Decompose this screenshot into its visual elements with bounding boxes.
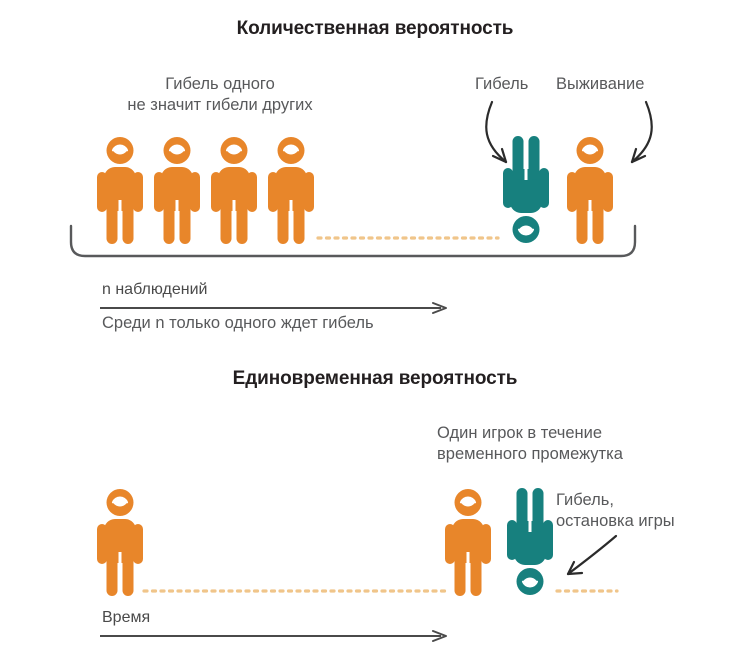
curved-arrow-survival-icon xyxy=(630,100,653,164)
single-player-caption-line-2: временного промежутка xyxy=(437,445,623,464)
person-standing-icon xyxy=(445,489,491,596)
label-death-game-over-line-1: Гибель, xyxy=(556,491,614,509)
section-one-title: Количественная вероятность xyxy=(236,18,514,39)
axis-label-time: Время xyxy=(102,609,151,626)
person-standing-icon xyxy=(97,137,143,244)
label-survival-top: Выживание xyxy=(556,75,645,93)
label-death-game-over-line-2: остановка игры xyxy=(556,512,675,531)
curved-arrow-death-icon xyxy=(485,100,508,164)
straight-arrow-icon xyxy=(100,630,447,642)
person-standing-icon xyxy=(211,137,257,244)
axis-label-observations: n наблюдений xyxy=(102,281,208,298)
person-standing-icon xyxy=(268,137,314,244)
person-inverted-icon xyxy=(503,136,549,243)
section-two-title: Единовременная вероятность xyxy=(232,368,518,389)
group-caption-line-2: не значит гибели других xyxy=(127,96,313,115)
axis-sub-observations: Среди n только одного ждет гибель xyxy=(102,314,374,332)
dotted-connector-icon xyxy=(555,589,619,593)
person-standing-icon xyxy=(567,137,613,244)
person-standing-icon xyxy=(97,489,143,596)
dotted-connector-icon xyxy=(142,589,452,593)
group-caption: Гибель одного не значит гибели других xyxy=(60,74,380,117)
person-inverted-icon xyxy=(507,488,553,595)
dotted-connector-icon xyxy=(316,236,500,240)
straight-arrow-icon xyxy=(100,302,447,314)
label-death-game-over: Гибель, остановка игры xyxy=(556,490,675,533)
group-bracket-icon xyxy=(69,224,637,258)
person-standing-icon xyxy=(154,137,200,244)
curved-arrow-game-over-icon xyxy=(566,534,618,576)
label-death-top: Гибель xyxy=(475,75,529,93)
single-player-caption-line-1: Один игрок в течение xyxy=(437,424,603,442)
single-player-caption: Один игрок в течение временного промежут… xyxy=(437,423,623,466)
group-caption-line-1: Гибель одного xyxy=(165,75,275,93)
